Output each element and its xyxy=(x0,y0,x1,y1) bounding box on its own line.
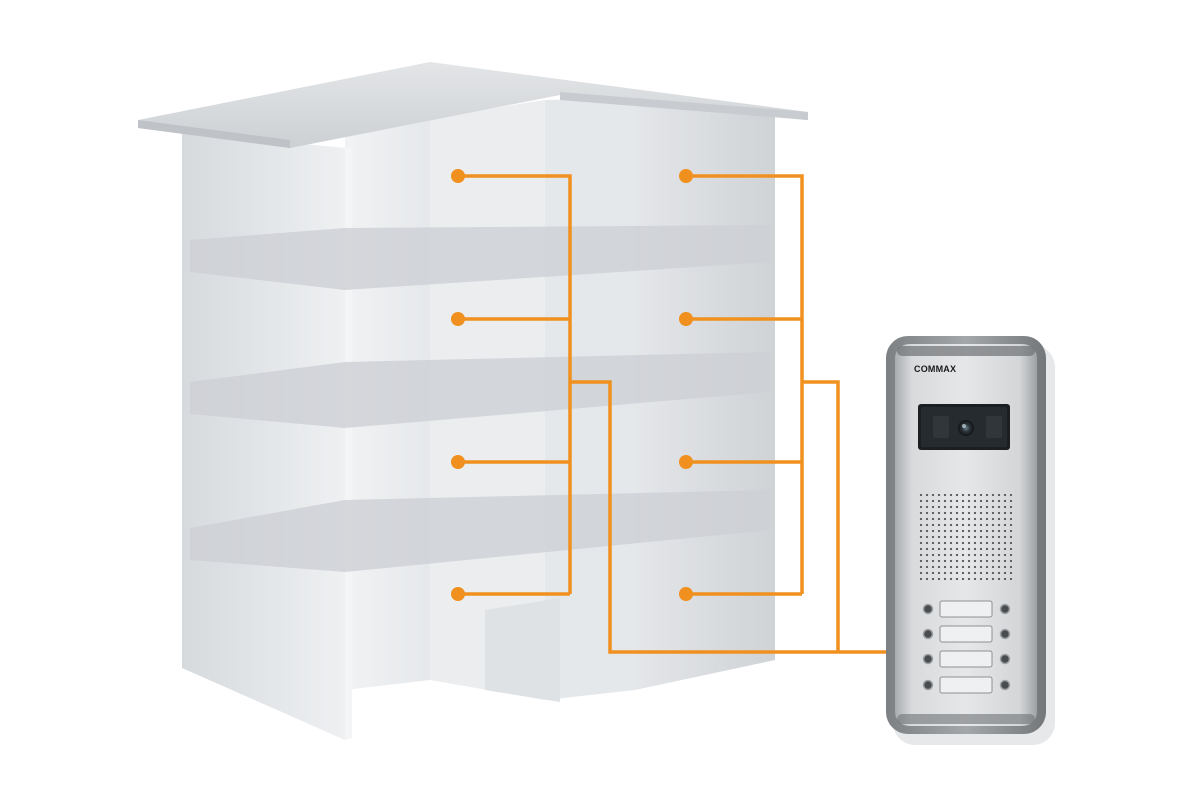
roof-edge xyxy=(138,120,290,148)
name-plate xyxy=(939,676,993,694)
call-button-icon[interactable] xyxy=(922,679,934,691)
door-panel: COMMAX xyxy=(886,336,1055,745)
unit-point-icon xyxy=(679,587,693,601)
unit-point-icon xyxy=(451,455,465,469)
brand-logo: COMMAX xyxy=(914,364,956,374)
call-buttons xyxy=(922,600,1011,694)
call-button-row xyxy=(922,676,1011,694)
floor-slab-1 xyxy=(190,225,770,290)
camera-icon xyxy=(958,420,974,436)
unit-points xyxy=(451,169,693,601)
unit-point-icon xyxy=(679,455,693,469)
wire-right-trunk xyxy=(802,380,840,652)
unit-point-icon xyxy=(451,169,465,183)
unit-point-icon xyxy=(679,169,693,183)
floor-slab-3 xyxy=(190,490,770,572)
call-button-row xyxy=(922,650,1011,668)
call-button-icon[interactable] xyxy=(922,628,934,640)
call-button-row xyxy=(922,625,1011,643)
left-wall xyxy=(182,132,345,740)
name-plate xyxy=(939,650,993,668)
call-button-icon[interactable] xyxy=(922,653,934,665)
unit-point-icon xyxy=(679,312,693,326)
call-button-icon[interactable] xyxy=(922,603,934,615)
call-button-icon[interactable] xyxy=(999,653,1011,665)
speaker-grille-icon xyxy=(918,494,1012,580)
wire-left-unit-1 xyxy=(458,174,572,594)
name-plate xyxy=(939,625,993,643)
roof xyxy=(138,62,808,148)
roof-edge-right xyxy=(560,92,808,120)
wiring xyxy=(458,174,888,654)
name-plate xyxy=(939,600,993,618)
left-wall-edge xyxy=(345,147,352,740)
call-button-icon[interactable] xyxy=(999,679,1011,691)
wire-right-unit-1 xyxy=(686,174,804,594)
call-button-row xyxy=(922,600,1011,618)
building xyxy=(138,62,808,740)
call-button-icon[interactable] xyxy=(999,628,1011,640)
call-button-icon[interactable] xyxy=(999,603,1011,615)
ground-block xyxy=(485,598,560,702)
wire-left-trunk xyxy=(570,380,888,654)
floor-slab-2 xyxy=(190,352,770,428)
unit-point-icon xyxy=(451,312,465,326)
unit-point-icon xyxy=(451,587,465,601)
